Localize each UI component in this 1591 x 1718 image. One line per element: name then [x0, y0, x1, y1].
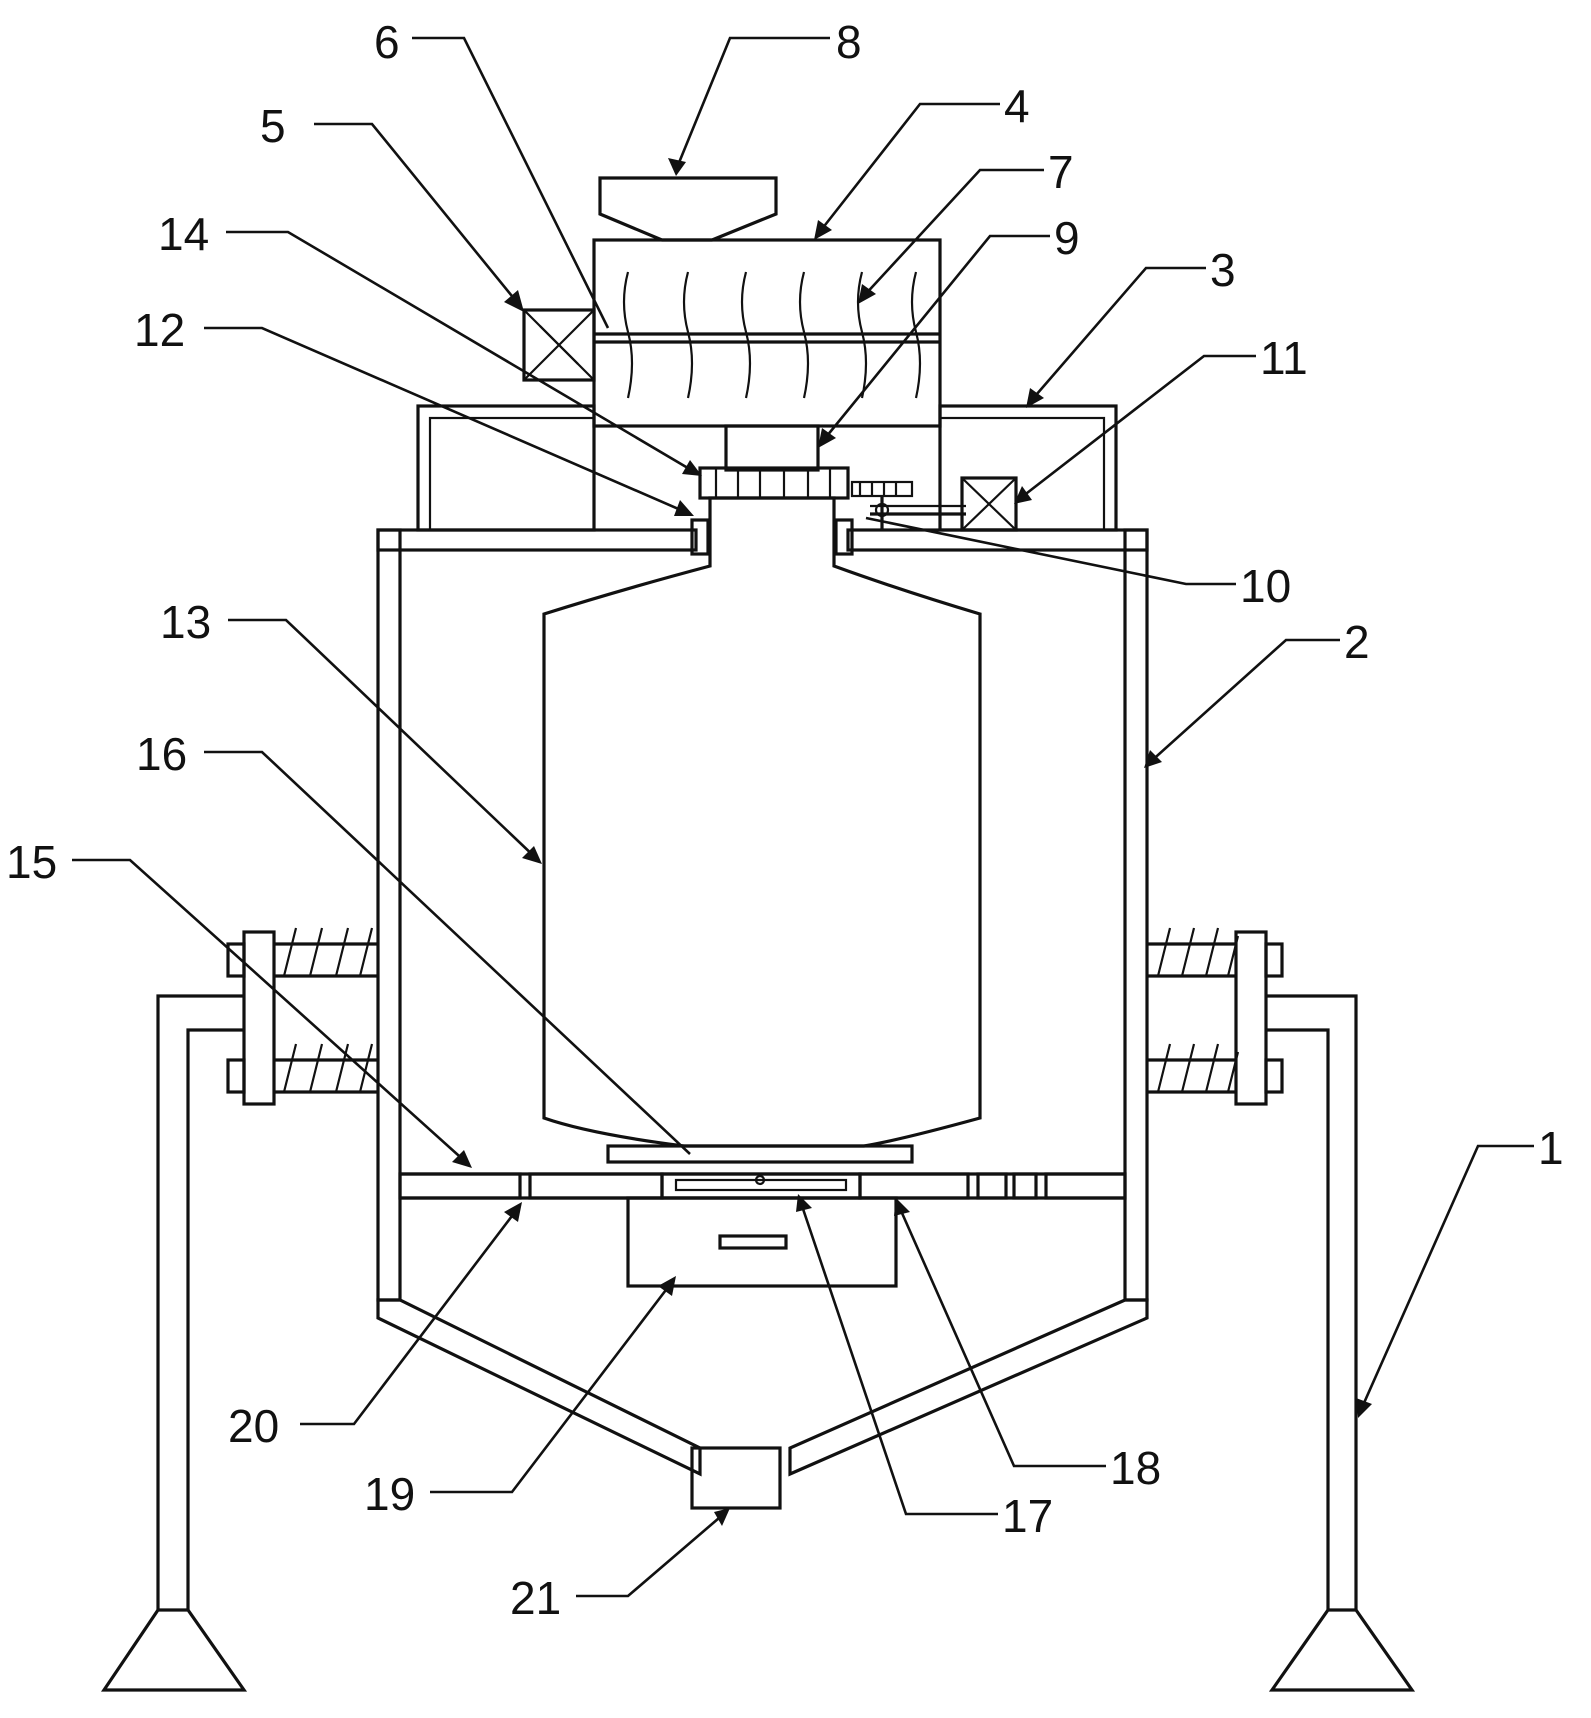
connecting-tube: [724, 424, 820, 472]
label-20: 20: [228, 1400, 279, 1452]
label-21: 21: [510, 1572, 561, 1624]
reference-labels: 8 6 4 5 7 14 9 3 12 11 10 2 13 16 15 1 2…: [6, 16, 1564, 1624]
feed-hopper: [598, 176, 778, 242]
label-2: 2: [1344, 616, 1370, 668]
label-6: 6: [374, 16, 400, 68]
label-16: 16: [136, 728, 187, 780]
collection-drawer: [626, 1196, 898, 1288]
leader-lines: [72, 36, 1534, 1598]
label-10: 10: [1240, 560, 1291, 612]
gear-ring: [690, 466, 854, 556]
label-19: 19: [364, 1468, 415, 1520]
label-12: 12: [134, 304, 185, 356]
discharge-outlet: [690, 1446, 782, 1510]
label-9: 9: [1054, 212, 1080, 264]
label-17: 17: [1002, 1490, 1053, 1542]
tank-body: [376, 528, 1149, 1477]
rotation-motor: [960, 476, 1018, 532]
label-8: 8: [836, 16, 862, 68]
label-11: 11: [1260, 332, 1308, 384]
drum-base: [606, 1144, 914, 1164]
label-13: 13: [160, 596, 211, 648]
label-5: 5: [260, 100, 286, 152]
label-1: 1: [1538, 1122, 1564, 1174]
bottom-bearing: [660, 1172, 862, 1200]
label-18: 18: [1110, 1442, 1161, 1494]
label-14: 14: [158, 208, 209, 260]
right-leg: [1266, 994, 1416, 1692]
drive-gear: [850, 480, 966, 530]
label-3: 3: [1210, 244, 1236, 296]
left-leg: [100, 994, 248, 1692]
left-spring-damper: [226, 927, 378, 1106]
feeder-box: [522, 238, 942, 428]
label-7: 7: [1048, 146, 1074, 198]
right-spring-damper: [1147, 927, 1284, 1106]
mesh-drum: [542, 496, 982, 1148]
label-4: 4: [1004, 80, 1030, 132]
label-15: 15: [6, 836, 57, 888]
